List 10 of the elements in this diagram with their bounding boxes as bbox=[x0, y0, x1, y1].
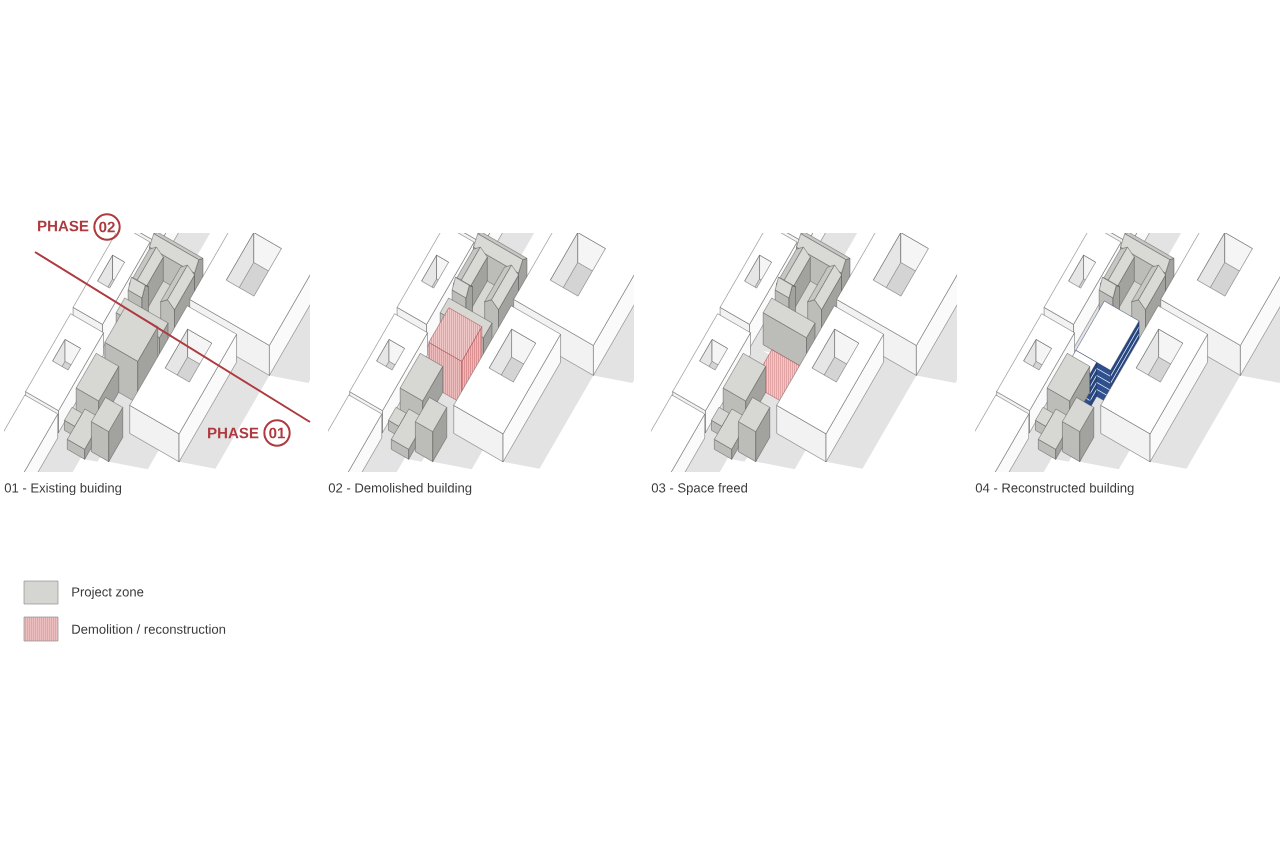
caption: 04 - Reconstructed building bbox=[975, 482, 1134, 496]
circled-number: 01 bbox=[263, 419, 291, 447]
circled-number: 02 bbox=[93, 213, 121, 241]
caption: 03 - Space freed bbox=[651, 482, 747, 496]
caption: 02 - Demolished building bbox=[328, 482, 472, 496]
phase-label: PHASE bbox=[38, 220, 89, 232]
legend-label: Demolition / reconstruction bbox=[72, 624, 226, 634]
legend-label: Project zone bbox=[72, 586, 144, 600]
phase-label: PHASE bbox=[208, 427, 259, 439]
caption: 01 - Existing buiding bbox=[4, 482, 122, 496]
